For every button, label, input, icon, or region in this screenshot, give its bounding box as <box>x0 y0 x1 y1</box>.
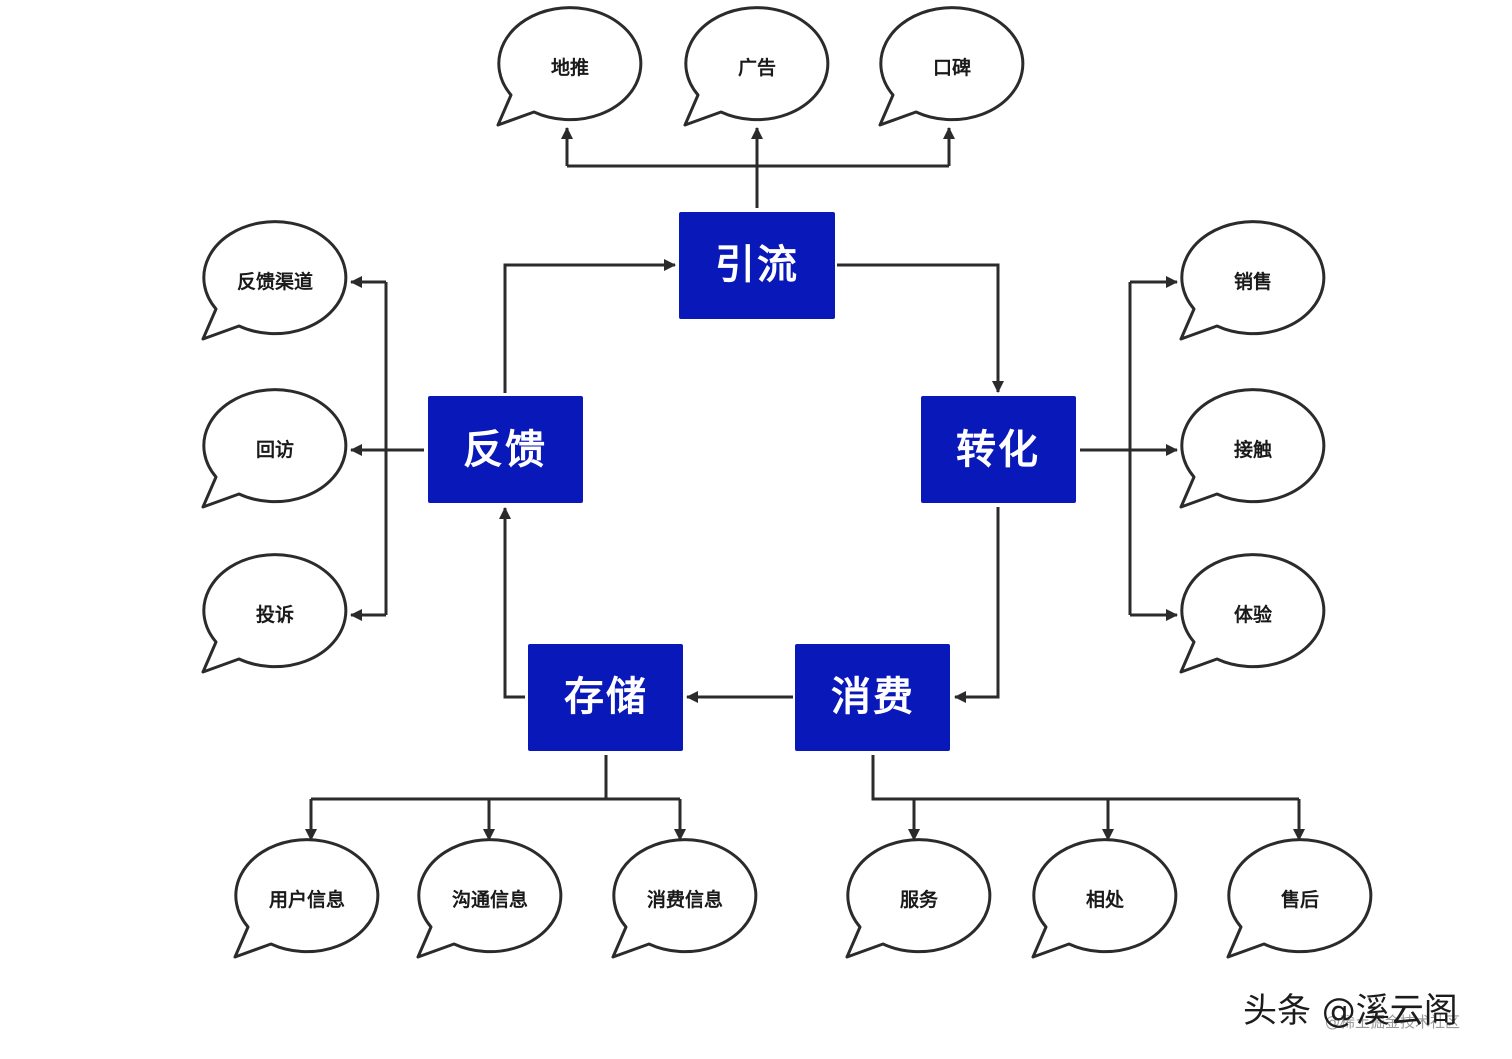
connector-zhuanhua-bus <box>1080 282 1132 615</box>
connector-fankui-bus <box>384 282 424 615</box>
bubble-koubei: 口碑 <box>878 6 1025 127</box>
connectors <box>305 127 1305 841</box>
bubble-label: 售后 <box>1280 888 1319 911</box>
bubble-fuwu: 服务 <box>845 838 992 959</box>
watermark-shadow-text: @稀土掘金技术社区 <box>1325 1013 1460 1031</box>
bubble-label: 接触 <box>1234 438 1272 461</box>
main-nodes: 引流 转化 消费 存储 反馈 <box>428 212 1076 751</box>
bubble-yonghuxinxi: 用户信息 <box>233 838 380 959</box>
node-zhuanhua-label: 转化 <box>956 427 1040 473</box>
bubble-label: 消费信息 <box>647 888 723 911</box>
bubble-label: 沟通信息 <box>452 888 528 911</box>
node-cunchu-box <box>528 644 683 751</box>
connector-fankui-to-yinliu <box>503 259 676 393</box>
bubble-xiaoshou: 销售 <box>1179 220 1326 341</box>
bubble-jiechu: 接触 <box>1179 388 1326 509</box>
bubble-label: 服务 <box>900 888 939 911</box>
bubble-shouhou: 售后 <box>1226 838 1373 959</box>
node-xiaofei-box <box>795 644 950 751</box>
bubble-xiaofeixinxi: 消费信息 <box>611 838 758 959</box>
bubble-label: 地推 <box>551 56 589 79</box>
bubble-label: 口碑 <box>933 56 971 79</box>
bubble-label: 反馈渠道 <box>237 270 313 293</box>
bubble-goutongxinxi: 沟通信息 <box>416 838 563 959</box>
connector-yinliu-to-zhuanhua <box>837 263 1004 393</box>
node-fankui: 反馈 <box>428 396 583 503</box>
watermark: @稀土掘金技术社区 头条 @溪云阁 <box>1243 991 1460 1031</box>
node-cunchu: 存储 <box>528 644 683 751</box>
node-fankui-box <box>428 396 583 503</box>
bubble-tiyan: 体验 <box>1179 553 1326 674</box>
node-fankui-label: 反馈 <box>463 427 547 473</box>
bubble-label: 投诉 <box>256 603 294 626</box>
node-zhuanhua: 转化 <box>921 396 1076 503</box>
bubbles: 地推 广告 口碑 反馈渠道 回访 投诉 销售 接触 <box>201 6 1373 959</box>
bubble-huifang: 回访 <box>201 388 348 509</box>
bubble-tousu: 投诉 <box>201 553 348 674</box>
connector-yinliu-bubbles-bus <box>567 164 949 208</box>
node-xiaofei: 消费 <box>795 644 950 751</box>
bubble-label: 回访 <box>256 438 294 461</box>
bubble-label: 销售 <box>1234 270 1272 293</box>
node-yinliu-box <box>679 212 835 319</box>
bubble-guanggao: 广告 <box>683 6 830 127</box>
watermark-main-text: 头条 @溪云阁 <box>1243 991 1458 1031</box>
connector-xiaofei-bus <box>871 755 1299 801</box>
bubble-label: 体验 <box>1234 603 1273 626</box>
bubble-xiangchu: 相处 <box>1031 838 1178 959</box>
connector-cunchu-to-fankui <box>499 507 525 699</box>
bubble-label: 广告 <box>738 56 776 79</box>
node-zhuanhua-box <box>921 396 1076 503</box>
node-yinliu: 引流 <box>679 212 835 319</box>
connector-cunchu-bus <box>311 755 680 801</box>
bubble-fankuiqudao: 反馈渠道 <box>201 220 348 341</box>
bubble-ditui: 地推 <box>496 6 643 127</box>
connector-zhuanhua-to-xiaofei <box>954 507 1000 703</box>
node-xiaofei-label: 消费 <box>831 674 915 720</box>
bubble-label: 用户信息 <box>269 888 345 911</box>
node-cunchu-label: 存储 <box>564 674 648 720</box>
node-yinliu-label: 引流 <box>715 242 799 288</box>
bubble-label: 相处 <box>1086 888 1125 911</box>
